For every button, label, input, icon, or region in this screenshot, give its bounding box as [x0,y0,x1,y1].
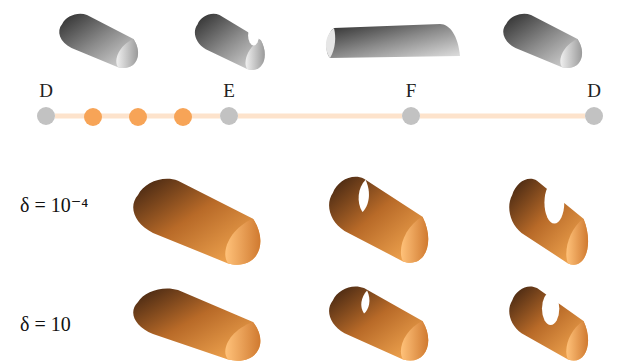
timeline-node: D [31,80,61,125]
timeline-node: E [214,80,244,125]
node-circle [402,107,420,125]
node-letter: D [579,80,609,102]
node-letter: E [214,80,244,102]
delta-label: δ = 10 [20,313,71,336]
node-circle [37,107,55,125]
node-circle [585,107,603,125]
timeline-segment [420,114,585,119]
node-letter: F [396,80,426,102]
node-letter: D [31,80,61,102]
timeline-node: D [579,80,609,125]
timeline-segment [238,114,402,119]
timeline-node: F [396,80,426,125]
delta-label: δ = 10⁻⁴ [20,193,88,217]
node-circle [220,107,238,125]
